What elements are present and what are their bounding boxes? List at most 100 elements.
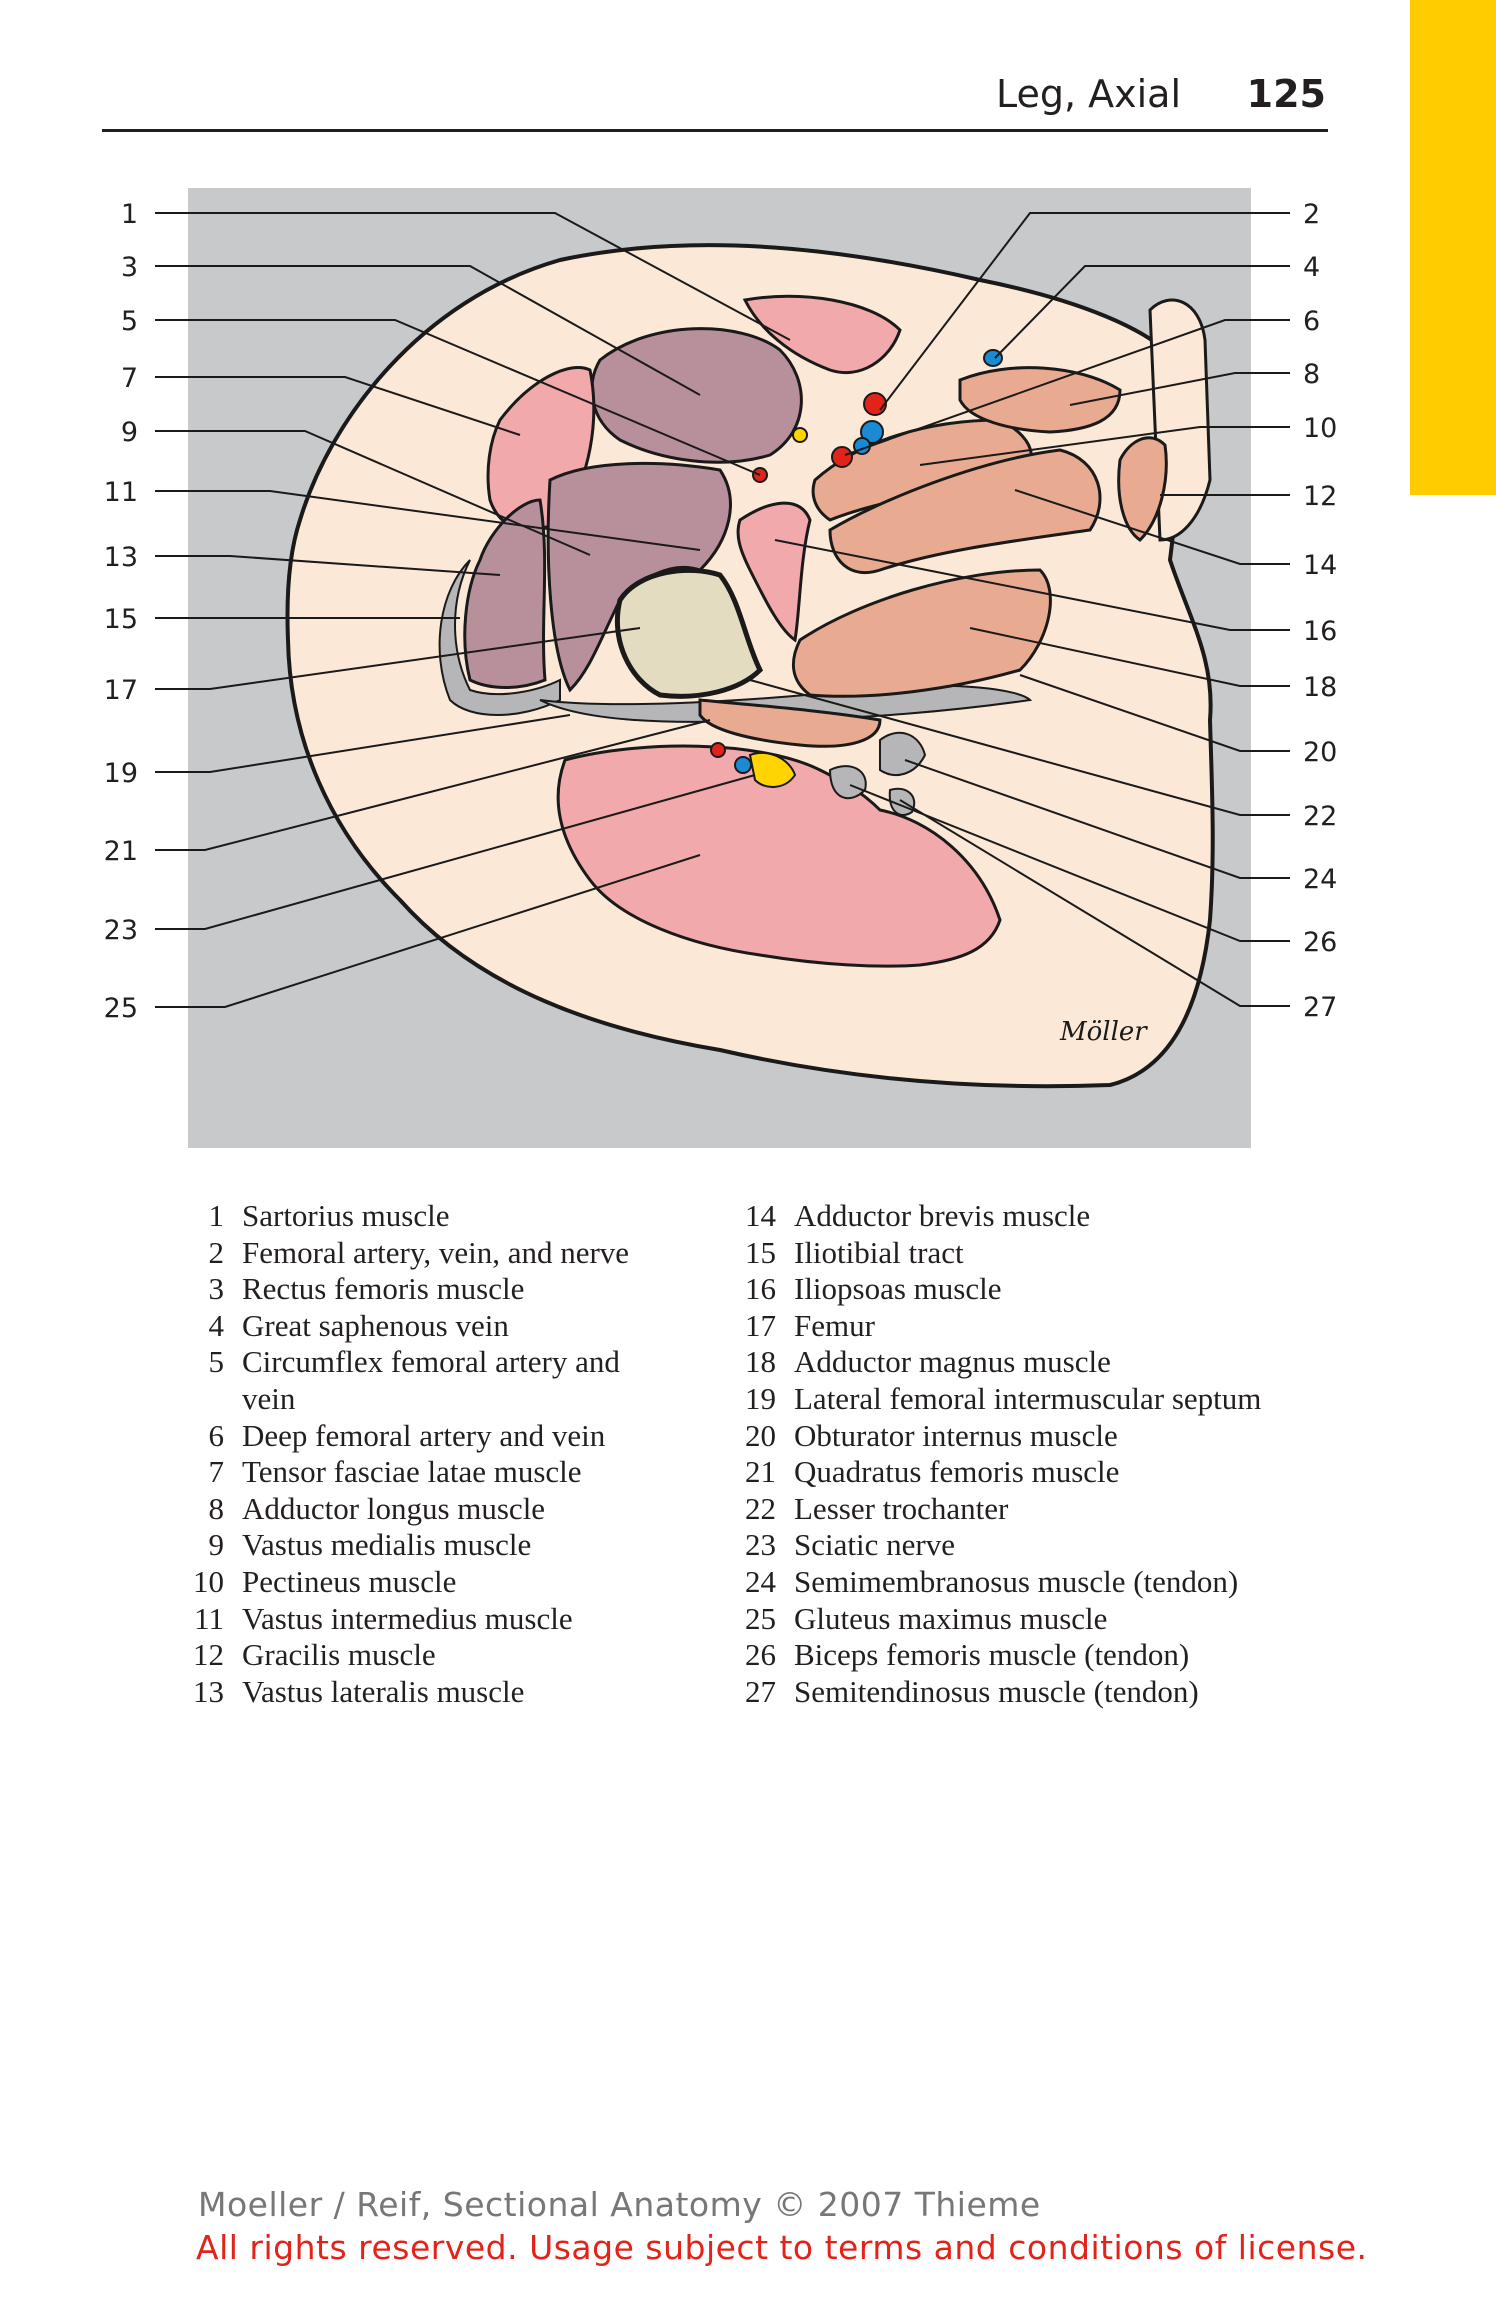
leader-4	[994, 265, 1290, 359]
legend-number: 5	[208, 1344, 225, 1380]
legend-number: 4	[208, 1307, 225, 1343]
legend-text: Sciatic nerve	[794, 1527, 955, 1563]
legend-text: Iliotibial tract	[794, 1234, 964, 1270]
legend-number: 8	[208, 1490, 225, 1526]
callout-21: 21	[104, 836, 138, 867]
callout-7: 7	[121, 363, 138, 394]
callout-20: 20	[1303, 737, 1337, 768]
muscle-rectus-femoris	[590, 327, 803, 464]
legend-item: vein	[176, 1381, 716, 1418]
legend-number: 17	[745, 1307, 776, 1343]
legend-number: 23	[745, 1527, 776, 1563]
callout-14: 14	[1303, 550, 1337, 581]
legend-text: Femur	[794, 1307, 875, 1343]
legend-text: Circumflex femoral artery and	[242, 1344, 620, 1380]
muscle-adductor-brevis	[828, 448, 1102, 575]
license-line: All rights reserved. Usage subject to te…	[196, 2228, 1368, 2267]
legend-number: 16	[745, 1271, 776, 1307]
bone-femur	[614, 567, 764, 699]
leader-25	[155, 854, 701, 1008]
leader-10	[919, 426, 1290, 466]
legend-item: 11 Vastus intermedius muscle	[176, 1601, 716, 1638]
muscle-gracilis	[1117, 436, 1168, 542]
muscle-quadratus-femoris	[698, 698, 882, 748]
callout-6: 6	[1303, 306, 1320, 337]
artery-gluteal	[710, 742, 726, 758]
muscle-adductor-longus	[958, 366, 1122, 434]
callout-15: 15	[104, 604, 138, 635]
leader-5	[155, 319, 761, 476]
legend-number: 15	[745, 1234, 776, 1270]
legend-text: Deep femoral artery and vein	[242, 1417, 606, 1453]
legend-text: Vastus intermedius muscle	[242, 1600, 573, 1636]
legend-text: Semitendinosus muscle (tendon)	[794, 1673, 1199, 1709]
legend-item: 8 Adductor longus muscle	[176, 1491, 716, 1528]
page-number: 125	[1246, 72, 1326, 116]
legend-item: 18 Adductor magnus muscle	[728, 1344, 1368, 1381]
legend-number: 18	[745, 1344, 776, 1380]
callout-5: 5	[121, 306, 138, 337]
callout-23: 23	[104, 915, 138, 946]
callout-3: 3	[121, 252, 138, 283]
legend-number: 22	[745, 1490, 776, 1526]
leader-21	[155, 719, 711, 851]
callout-11: 11	[104, 477, 138, 508]
callouts-right: 2 4 6 8 10 12 14 16 18 20 22 24 26 27	[1303, 199, 1337, 1023]
legend-text: Adductor magnus muscle	[794, 1344, 1111, 1380]
callout-24: 24	[1303, 864, 1337, 895]
legend-number: 11	[194, 1600, 224, 1636]
vein-gluteal	[734, 756, 752, 774]
legend-text: Sartorius muscle	[242, 1198, 450, 1233]
muscle-vastus-lateralis	[463, 498, 547, 689]
leader-1	[155, 212, 791, 341]
legend-text: vein	[242, 1380, 296, 1416]
callout-26: 26	[1303, 927, 1337, 958]
leader-8	[1069, 372, 1290, 406]
leader-23	[155, 774, 756, 930]
legend-item: 1 Sartorius muscle	[176, 1198, 716, 1235]
leader-16	[774, 539, 1290, 631]
leader-14	[1014, 489, 1290, 565]
callout-22: 22	[1303, 801, 1337, 832]
callout-13: 13	[104, 542, 138, 573]
tendon-semimembranosus	[879, 731, 927, 776]
legend-number: 24	[745, 1563, 776, 1599]
leader-3	[155, 265, 701, 396]
legend-text: Vastus lateralis muscle	[242, 1673, 525, 1709]
legend-number: 20	[745, 1417, 776, 1453]
fascia-band	[438, 559, 561, 716]
legend-text: Tensor fasciae latae muscle	[242, 1454, 582, 1490]
legend-text: Obturator internus muscle	[794, 1417, 1118, 1453]
legend-number: 12	[193, 1637, 224, 1673]
vein-great-saphenous	[983, 349, 1003, 367]
callout-16: 16	[1303, 616, 1337, 647]
legend-text: Adductor longus muscle	[242, 1490, 546, 1526]
legend-number: 1	[208, 1198, 225, 1233]
leader-22	[749, 679, 1290, 816]
legend-text: Lesser trochanter	[794, 1490, 1009, 1526]
legend-number: 7	[208, 1454, 225, 1490]
leader-27	[899, 799, 1290, 1007]
legend-item: 16 Iliopsoas muscle	[728, 1271, 1368, 1308]
nerve-femoral	[792, 427, 808, 443]
callout-17: 17	[104, 675, 138, 706]
callout-12: 12	[1303, 481, 1337, 512]
legend-text: Iliopsoas muscle	[794, 1271, 1002, 1307]
legend-number	[176, 1381, 224, 1418]
artery-femoral	[863, 392, 887, 416]
callout-18: 18	[1303, 672, 1337, 703]
legend-item: 7 Tensor fasciae latae muscle	[176, 1454, 716, 1491]
running-header-title: Leg, Axial	[995, 72, 1181, 116]
callout-19: 19	[104, 758, 138, 789]
legend-text: Femoral artery, vein, and nerve	[242, 1234, 630, 1270]
